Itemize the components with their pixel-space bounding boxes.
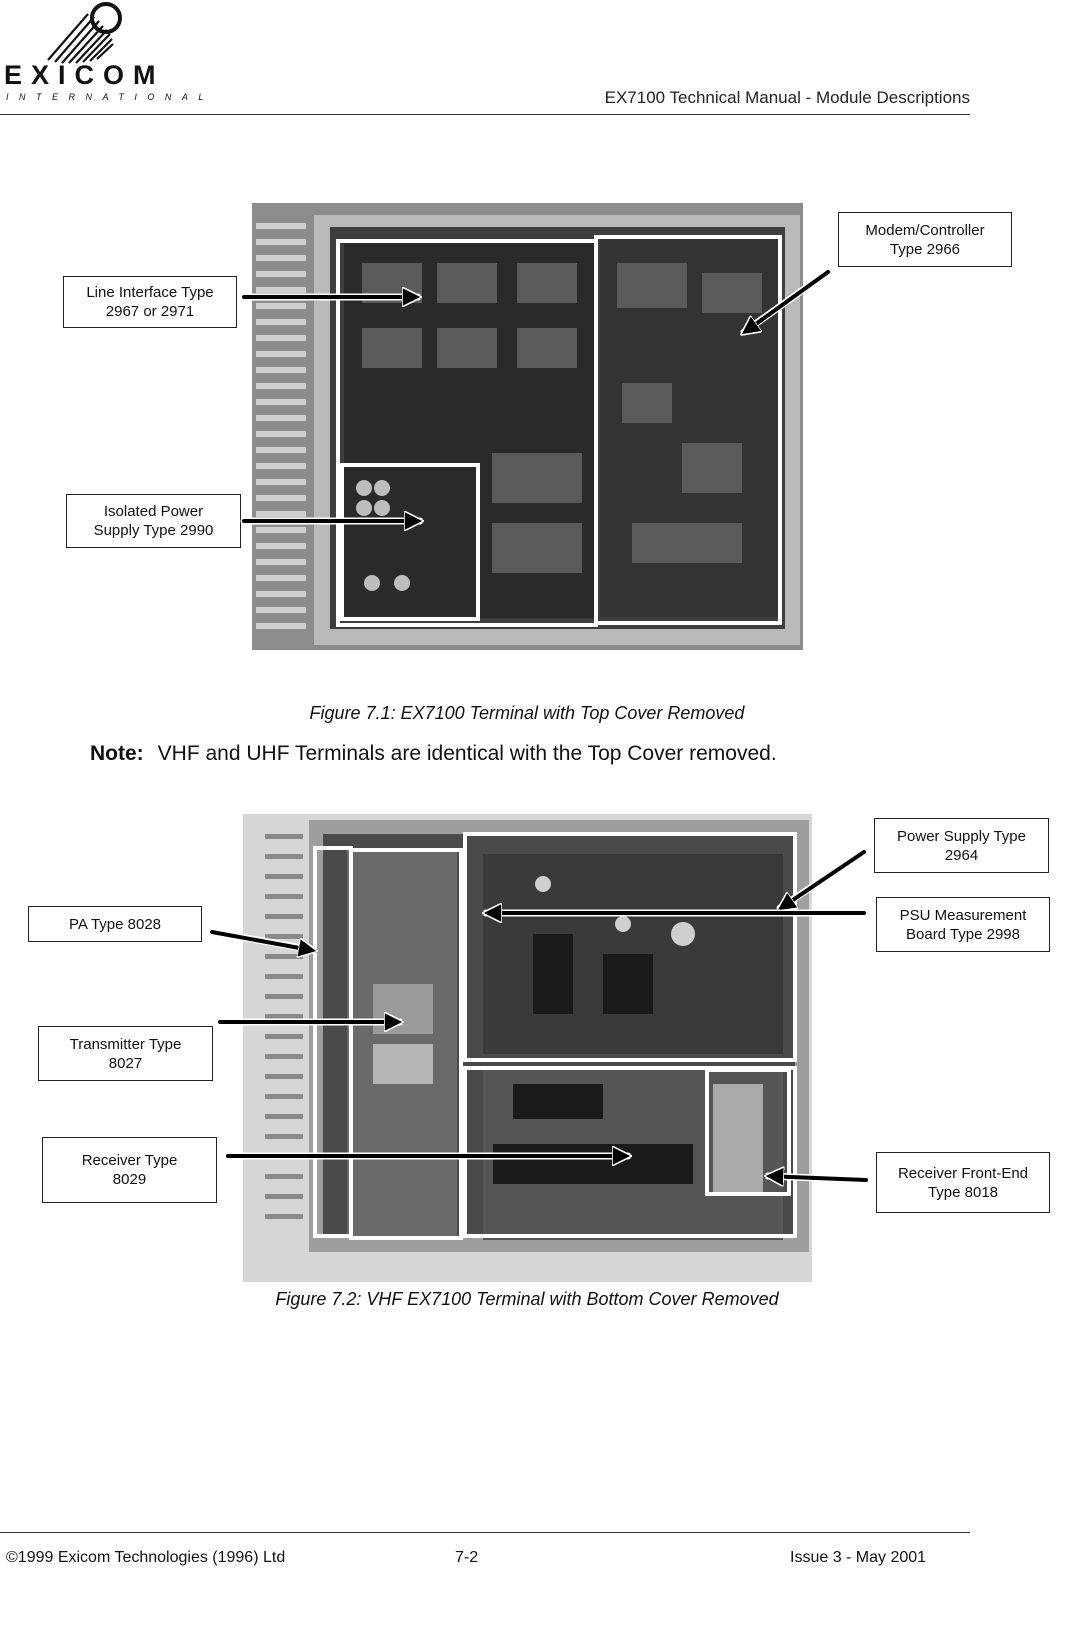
note-label: Note: [90, 742, 144, 765]
figure1-photo [252, 203, 803, 650]
logo-subtitle: INTERNATIONAL [6, 92, 214, 102]
header-rule [0, 114, 970, 115]
logo-wordmark: EXICOM [4, 60, 165, 90]
figure2-photo [243, 814, 812, 1282]
logo-globe-icon [47, 2, 122, 64]
figure1-arrows [240, 268, 832, 700]
footer-issue: Issue 3 - May 2001 [790, 1549, 927, 1566]
callout-pa: PA Type 8028 [28, 906, 202, 942]
footer-copyright: ©1999 Exicom Technologies (1996) Ltd [6, 1549, 286, 1566]
note: Note: VHF and UHF Terminals are identical… [90, 742, 777, 766]
note-text: VHF and UHF Terminals are identical with… [157, 742, 777, 765]
figure2-arrows [208, 848, 870, 1220]
footer-rule [0, 1532, 970, 1533]
exicom-logo: EXICOM INTERNATIONAL [4, 0, 203, 108]
footer-page-number: 7-2 [455, 1549, 479, 1566]
figure2-caption: Figure 7.2: VHF EX7100 Terminal with Bot… [275, 1289, 779, 1309]
figure1-caption: Figure 7.1: EX7100 Terminal with Top Cov… [309, 703, 745, 723]
page-header-title: EX7100 Technical Manual - Module Descrip… [604, 88, 970, 107]
